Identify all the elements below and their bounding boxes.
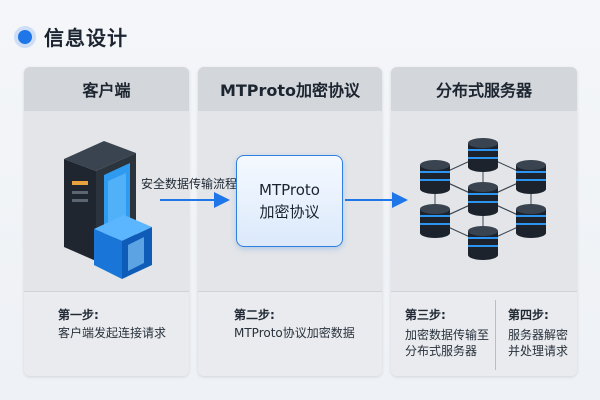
step3: 第三步: 加密数据传输至 分布式服务器 bbox=[405, 306, 489, 359]
protocol-step: 第二步: MTProto协议加密数据 bbox=[198, 291, 382, 376]
client-panel: 客户端 第一步: 客户端发起连接请求 bbox=[24, 67, 189, 376]
servers-steps: 第三步: 加密数据传输至 分布式服务器 第四步: 服务器解密 并处理请求 bbox=[391, 291, 577, 376]
database-icon bbox=[468, 138, 498, 172]
database-icon bbox=[420, 160, 450, 194]
step-divider bbox=[495, 300, 496, 370]
page-title: 信息设计 bbox=[44, 26, 128, 50]
client-step: 第一步: 客户端发起连接请求 bbox=[24, 291, 189, 376]
step1-text: 客户端发起连接请求 bbox=[58, 326, 167, 340]
step3-line2: 分布式服务器 bbox=[405, 344, 478, 358]
protocol-box: MTProto 加密协议 bbox=[236, 155, 343, 247]
protocol-box-line2: 加密协议 bbox=[259, 203, 320, 221]
cube-icon bbox=[94, 215, 152, 279]
protocol-panel-title: MTProto加密协议 bbox=[198, 67, 382, 111]
step4-line2: 并处理请求 bbox=[508, 344, 569, 358]
database-icon bbox=[420, 204, 450, 238]
client-panel-title: 客户端 bbox=[24, 67, 189, 111]
protocol-box-line1: MTProto bbox=[259, 181, 320, 199]
database-icon bbox=[468, 226, 498, 260]
database-icon bbox=[516, 160, 546, 194]
database-icon bbox=[468, 182, 498, 216]
step2-text: MTProto协议加密数据 bbox=[234, 326, 355, 340]
client-panel-body bbox=[24, 111, 189, 291]
page-header: 信息设计 bbox=[18, 22, 128, 51]
server-cluster-icon bbox=[420, 138, 546, 260]
step3-title: 第三步: bbox=[405, 308, 446, 322]
servers-panel: 分布式服务器 第三步: 加密数据传输至 分布式服务器 第四步: 服务器解密 并处… bbox=[391, 67, 577, 376]
servers-panel-title: 分布式服务器 bbox=[391, 67, 577, 111]
protocol-panel: MTProto加密协议 第二步: MTProto协议加密数据 bbox=[198, 67, 382, 376]
client-illustration bbox=[64, 141, 152, 279]
database-icon bbox=[516, 204, 546, 238]
flow-label: 安全数据传输流程 bbox=[141, 177, 238, 191]
step4-title: 第四步: bbox=[508, 308, 549, 322]
step2-title: 第二步: bbox=[234, 308, 275, 322]
step4: 第四步: 服务器解密 并处理请求 bbox=[508, 306, 568, 359]
servers-panel-body bbox=[391, 111, 577, 291]
title-dot-icon bbox=[18, 29, 32, 44]
step4-line1: 服务器解密 bbox=[508, 328, 569, 342]
step1-title: 第一步: bbox=[58, 308, 99, 322]
step3-line1: 加密数据传输至 bbox=[405, 328, 490, 342]
